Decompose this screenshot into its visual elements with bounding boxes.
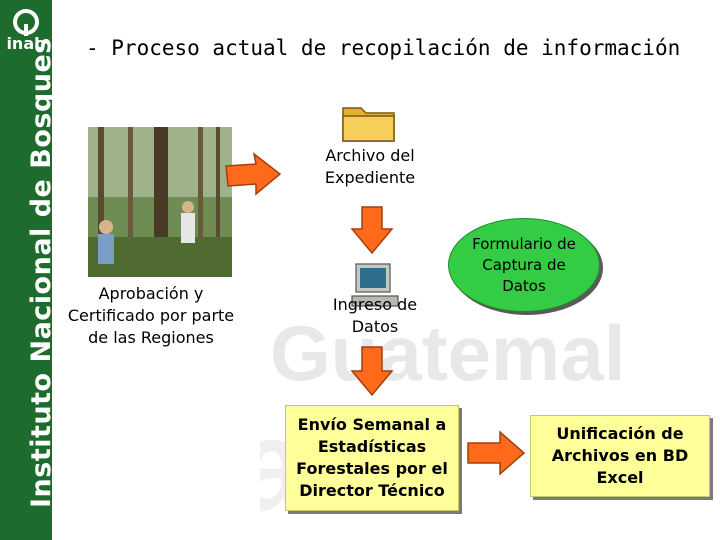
- form-oval: Formulario de Captura de Datos: [448, 218, 600, 312]
- data-entry-label: Ingreso de Datos: [332, 295, 418, 336]
- orange-arrow-icon: [467, 430, 526, 476]
- orange-arrow-icon: [350, 206, 394, 255]
- archive-label: Archivo del Expediente: [324, 146, 416, 187]
- folder-icon: [342, 107, 395, 142]
- orange-arrow-icon: [350, 346, 394, 397]
- weekly-send-box: Envío Semanal a Estadísticas Forestales …: [285, 405, 459, 511]
- sidebar: inab Instituto Nacional de Bosques: [0, 0, 57, 540]
- form-label: Formulario de Captura de Datos: [472, 234, 576, 295]
- logo-text: inab: [6, 34, 46, 53]
- computer-icon: [351, 263, 399, 307]
- forest-workers-photo: [88, 127, 232, 277]
- page-title: - Proceso actual de recopilación de info…: [86, 36, 681, 60]
- approval-label: Aprobación y Certificado por parte de la…: [67, 284, 235, 347]
- watermark-text-1: Guatemala: [270, 309, 620, 397]
- unification-box: Unificación de Archivos en BD Excel: [530, 415, 710, 497]
- tree-logo-icon: [13, 9, 39, 36]
- sidebar-vertical-title: Instituto Nacional de Bosques: [26, 37, 57, 508]
- unification-label: Unificación de Archivos en BD Excel: [551, 424, 689, 487]
- orange-arrow-icon: [225, 152, 282, 196]
- weekly-send-label: Envío Semanal a Estadísticas Forestales …: [296, 415, 448, 500]
